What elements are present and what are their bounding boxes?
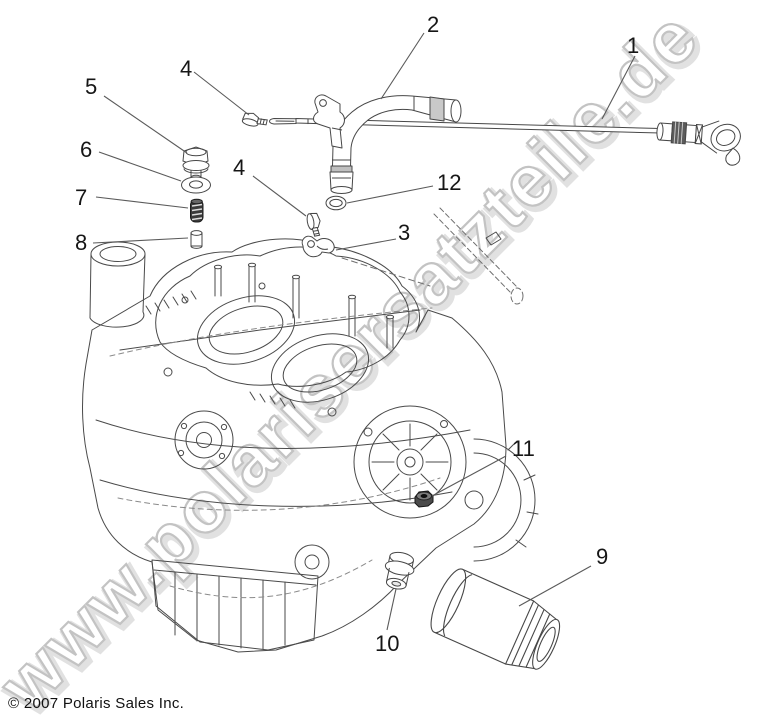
part-nut	[414, 490, 434, 508]
label-5: 5	[85, 74, 97, 99]
leader-1	[601, 55, 636, 120]
part-drain-plug	[384, 551, 415, 590]
label-1: 1	[627, 33, 639, 58]
cylinder-studs	[213, 262, 395, 349]
label-4-lower: 4	[233, 155, 245, 180]
leader-10	[386, 588, 397, 631]
label-2: 2	[427, 12, 439, 37]
part-oil-fill-tube	[313, 94, 462, 194]
leader-11	[431, 455, 507, 497]
copyright-text: © 2007 Polaris Sales Inc.	[8, 695, 185, 712]
leader-6	[98, 151, 182, 182]
part-bracket-clamp	[301, 235, 335, 258]
label-4-upper: 4	[180, 56, 192, 81]
part-dipstick	[269, 117, 741, 166]
leader-5	[103, 95, 188, 154]
label-6: 6	[80, 137, 92, 162]
part-flange-bolt-upper	[241, 112, 268, 127]
leader-8	[92, 237, 189, 244]
label-7: 7	[75, 185, 87, 210]
leader-3	[335, 238, 397, 251]
leader-7	[95, 196, 189, 209]
label-10: 10	[375, 631, 399, 656]
callout-labels: 1 2 4 5 6 7 8 4 12 3 11 9 10	[75, 12, 639, 656]
part-dowel-pin	[190, 230, 203, 249]
leader-lines	[92, 32, 636, 631]
label-12: 12	[437, 170, 461, 195]
label-3: 3	[398, 220, 410, 245]
part-o-ring	[325, 195, 347, 211]
engine-block-illustration	[82, 207, 539, 653]
leader-4-upper	[193, 71, 250, 116]
rotor-spokes	[371, 423, 449, 501]
part-washer	[181, 176, 211, 194]
hidden-dipstick-tube	[341, 207, 524, 305]
part-spring	[190, 198, 204, 223]
leader-4-lower	[252, 175, 307, 217]
part-flange-bolt-lower	[306, 212, 321, 237]
leader-12	[346, 185, 434, 204]
label-9: 9	[596, 544, 608, 569]
leader-9	[518, 565, 592, 607]
part-oil-filter	[430, 568, 561, 670]
leader-2	[380, 32, 425, 100]
part-oil-plug	[182, 146, 210, 181]
label-8: 8	[75, 230, 87, 255]
label-11: 11	[512, 436, 535, 461]
